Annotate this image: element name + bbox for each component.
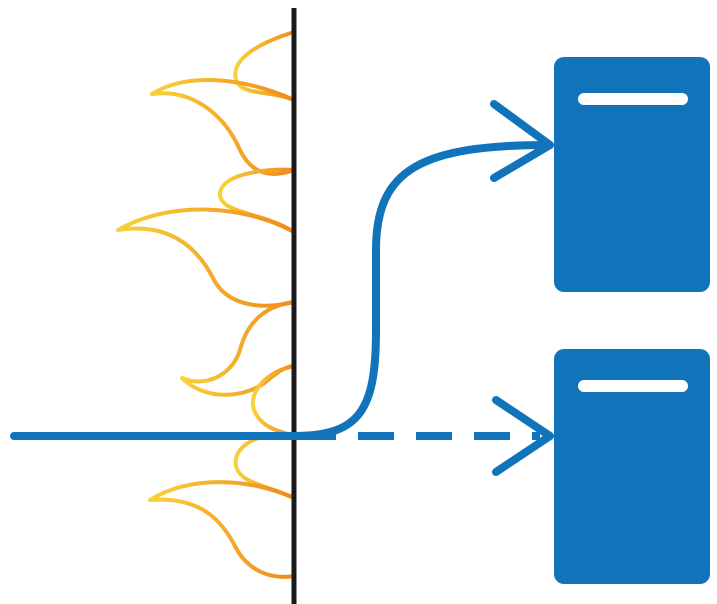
flame-tongue	[218, 167, 296, 234]
flame-tongue	[180, 300, 296, 397]
server-top-body	[554, 57, 710, 292]
flame-tongue	[116, 207, 296, 308]
server-icon	[554, 349, 710, 584]
server-bottom-body	[554, 349, 710, 584]
flame-tongue	[233, 30, 296, 102]
server-bottom-slot	[578, 380, 688, 392]
server-icon	[554, 57, 710, 292]
blocked-arrowhead	[492, 396, 554, 476]
flame-tongue	[150, 78, 296, 176]
flame-icon	[116, 30, 296, 579]
flame-tongue	[148, 480, 296, 579]
server-top-slot	[578, 93, 688, 105]
redirected-path	[290, 141, 552, 440]
redirected-arrowhead	[490, 100, 554, 182]
